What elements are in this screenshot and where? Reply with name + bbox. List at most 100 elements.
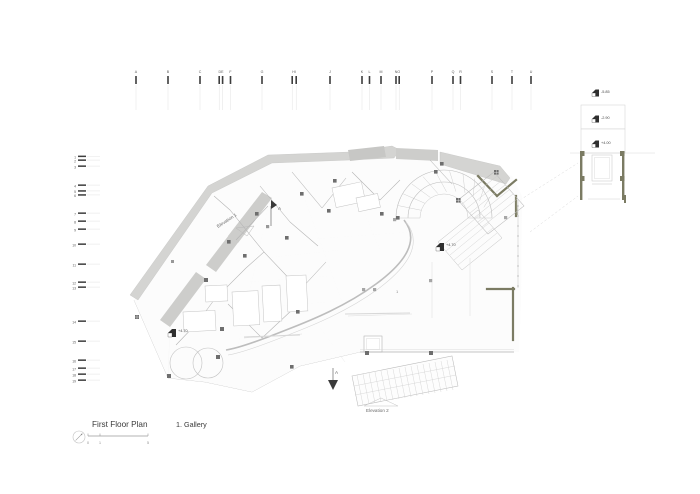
grid-row-label: 10	[72, 243, 76, 247]
grid-column-label: NO	[395, 70, 401, 74]
grid-row-label: 19	[72, 379, 76, 383]
grid-column-label: M	[380, 70, 383, 74]
grid-row-label: 5	[74, 190, 76, 194]
grid-row-label: 1	[74, 156, 76, 160]
scale-bar-end: 5	[147, 441, 149, 445]
grid-column-Q: Q	[452, 70, 455, 110]
grid-column-F: F	[229, 70, 232, 110]
grid-row-5: 5	[74, 190, 100, 194]
grid-column-label: K	[361, 70, 364, 74]
grid-column-C: C	[199, 70, 202, 110]
grid-column-U: U	[530, 70, 533, 110]
grid-column-B: B	[167, 70, 170, 110]
level-marker-right: +4.70	[435, 243, 456, 252]
legend-gallery-label: 1. Gallery	[176, 420, 207, 429]
column-markers	[135, 162, 508, 378]
grid-column-label: R	[459, 70, 462, 74]
exhibit-cases	[182, 181, 381, 333]
grid-column-P: P	[431, 70, 434, 110]
detail-level-marker-1: -5.85	[591, 89, 610, 97]
grid-column-label: HI	[292, 70, 296, 74]
grid-row-7: 7	[74, 212, 100, 216]
level-marker-left: +4.70	[167, 329, 188, 338]
detail-panel: -5.85 -2.90	[570, 89, 655, 203]
grid-row-16: 16	[72, 359, 100, 363]
grid-column-G: G	[261, 70, 264, 110]
grid-column-J: J	[329, 70, 331, 110]
grid-row-11: 11	[72, 263, 100, 267]
floor-slab	[134, 150, 522, 392]
detail-projection-lines	[519, 162, 579, 233]
grid-row-15: 15	[72, 340, 100, 344]
detail-level-marker-3: +4.00	[591, 140, 611, 148]
elevation-1-arrow-tag: A	[278, 206, 282, 211]
level-marker-right-label: +4.70	[446, 243, 456, 247]
grid-row-13: 13	[72, 286, 100, 290]
grid-column-label: T	[511, 70, 514, 74]
grid-column-A: A	[135, 70, 138, 110]
grid-row-label: 16	[72, 359, 76, 363]
grid-row-2: 2	[74, 159, 100, 163]
grid-column-T: T	[511, 70, 514, 110]
detail-level-3-label: +4.00	[601, 141, 611, 145]
grid-row-12: 12	[72, 281, 100, 285]
grid-row-label: 13	[72, 286, 76, 290]
elevation-2-label: Elevation 2	[366, 408, 389, 413]
diagonal-stair-northeast	[457, 171, 525, 235]
grid-column-label: G	[261, 70, 264, 74]
detail-level-marker-2: -2.90	[591, 115, 610, 123]
grid-row-label: 15	[72, 340, 76, 344]
grid-row-label: 4	[74, 184, 76, 188]
grid-row-17: 17	[72, 367, 100, 371]
diagonal-stair-second	[437, 209, 503, 271]
elevation-marker-2[interactable]: Elevation 2 A	[328, 368, 399, 413]
grid-column-label: DE	[219, 70, 225, 74]
drawing-title: First Floor Plan	[92, 420, 148, 429]
curved-staircase	[395, 169, 493, 219]
detail-box-upper	[580, 104, 626, 130]
grid-column-label: S	[491, 70, 494, 74]
north-arrow-icon	[72, 430, 86, 444]
grid-row-8: 8	[74, 220, 100, 224]
scale-bar: 0 1 5	[87, 433, 149, 445]
grid-columns-top: A B C DE	[135, 70, 533, 110]
detail-level-1-label: -5.85	[601, 90, 610, 94]
grid-column-S: S	[491, 70, 494, 110]
grid-row-14: 14	[72, 320, 100, 324]
grid-column-label: J	[329, 70, 331, 74]
grid-column-HI: HI	[291, 70, 297, 110]
grid-column-label: A	[135, 70, 138, 74]
grid-column-K: K	[361, 70, 364, 110]
grid-column-label: U	[530, 70, 533, 74]
floor-plan-main: 1 Elevation 1 A Elevation 2	[129, 145, 579, 413]
grid-row-label: 3	[74, 165, 76, 169]
grid-row-label: 2	[74, 159, 76, 163]
grid-column-label: C	[199, 70, 202, 74]
curved-interior-wall	[225, 219, 414, 356]
grid-column-label: P	[431, 70, 434, 74]
grid-rows-left: 1 2 3 4	[72, 155, 100, 383]
room-number-label: 1	[396, 289, 399, 294]
grid-row-label: 14	[72, 320, 76, 324]
detail-opening	[591, 154, 613, 185]
grid-row-4: 4	[74, 184, 100, 188]
grid-row-label: 8	[74, 220, 76, 224]
grid-column-label: F	[229, 70, 232, 74]
grid-column-NO: NO	[395, 70, 401, 110]
grid-row-18: 18	[72, 373, 100, 377]
grid-row-label: 12	[72, 281, 76, 285]
detail-box-lower	[580, 128, 626, 154]
section-cut-marks	[243, 312, 411, 338]
east-curtain-wall	[517, 200, 519, 288]
grid-column-DE: DE	[218, 70, 224, 110]
grid-row-3: 3	[74, 165, 100, 169]
exterior-stair-south	[351, 355, 459, 407]
grid-row-9: 9	[74, 228, 100, 232]
grid-row-label: 6	[74, 194, 76, 198]
grid-column-L: L	[369, 70, 371, 110]
grid-row-6: 6	[74, 194, 100, 198]
title-block: First Floor Plan 1. Gallery 0 1 5	[72, 420, 207, 445]
grid-row-10: 10	[72, 243, 100, 247]
grid-row-label: 18	[72, 373, 76, 377]
